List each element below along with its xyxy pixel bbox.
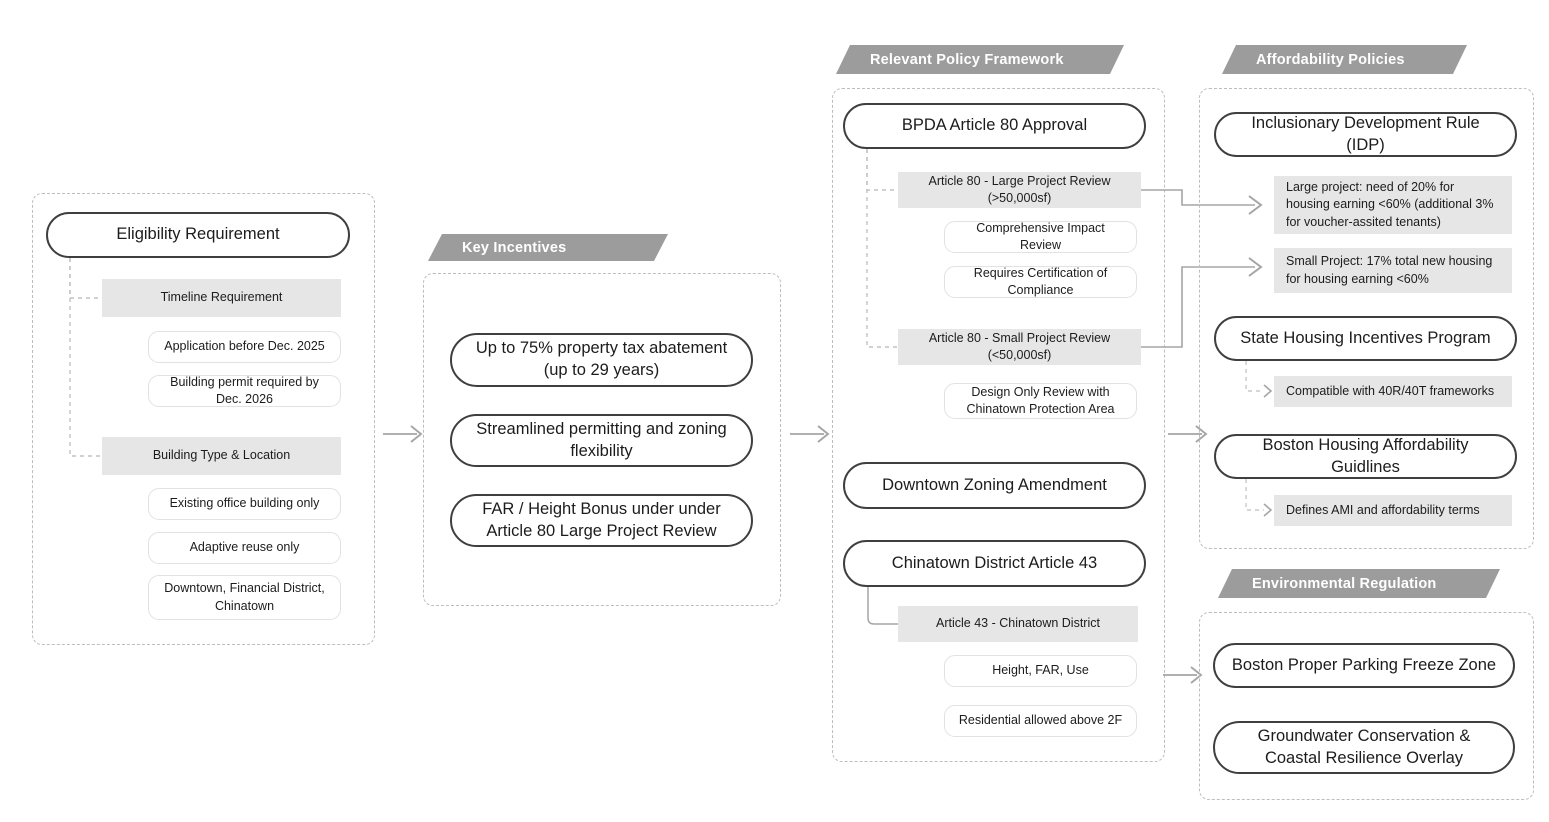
node-eligibility-requirement[interactable]: Eligibility Requirement (46, 212, 350, 258)
banner-relevant-policy-framework-label: Relevant Policy Framework (870, 51, 1064, 68)
node-far-height-bonus[interactable]: FAR / Height Bonus under under Article 8… (450, 494, 753, 547)
node-streamlined-permitting[interactable]: Streamlined permitting and zoning flexib… (450, 414, 753, 467)
node-boston-proper-parking-freeze-zone[interactable]: Boston Proper Parking Freeze Zone (1213, 643, 1515, 688)
note-idp-small-project[interactable]: Small Project: 17% total new housing for… (1274, 248, 1512, 293)
note-idp-large-project[interactable]: Large project: need of 20% for housing e… (1274, 176, 1512, 234)
banner-environmental-regulation: Environmental Regulation (1218, 569, 1500, 598)
node-groundwater-coastal-overlay[interactable]: Groundwater Conservation & Coastal Resil… (1213, 721, 1515, 774)
leaf-design-only-review[interactable]: Design Only Review with Chinatown Protec… (944, 383, 1137, 419)
banner-key-incentives: Key Incentives (428, 234, 668, 261)
leaf-adaptive-reuse-only[interactable]: Adaptive reuse only (148, 532, 341, 564)
banner-affordability-policies-label: Affordability Policies (1256, 51, 1405, 68)
leaf-height-far-use[interactable]: Height, FAR, Use (944, 655, 1137, 687)
node-boston-housing-affordability-guidelines[interactable]: Boston Housing Affordability Guidlines (1214, 434, 1517, 479)
environmental-group-container (1199, 612, 1534, 800)
leaf-comprehensive-impact-review[interactable]: Comprehensive Impact Review (944, 221, 1137, 253)
leaf-locations[interactable]: Downtown, Financial District, Chinatown (148, 575, 341, 620)
node-inclusionary-development-rule[interactable]: Inclusionary Development Rule (IDP) (1214, 112, 1517, 157)
key-incentives-group-container (423, 273, 781, 606)
affordability-group-container (1199, 88, 1534, 549)
note-40r-40t-compatible[interactable]: Compatible with 40R/40T frameworks (1274, 376, 1512, 407)
leaf-residential-above-2f[interactable]: Residential allowed above 2F (944, 705, 1137, 737)
connector-col2-to-col3 (790, 425, 830, 443)
eligibility-group-container (32, 193, 375, 645)
node-state-housing-incentives-program[interactable]: State Housing Incentives Program (1214, 316, 1517, 361)
banner-affordability-policies: Affordability Policies (1222, 45, 1467, 74)
policy-framework-group-container (832, 88, 1165, 762)
banner-key-incentives-label: Key Incentives (462, 239, 567, 256)
banner-relevant-policy-framework: Relevant Policy Framework (836, 45, 1124, 74)
leaf-certification-of-compliance[interactable]: Requires Certification of Compliance (944, 266, 1137, 298)
note-defines-ami[interactable]: Defines AMI and affordability terms (1274, 495, 1512, 526)
group-header-timeline-requirement[interactable]: Timeline Requirement (102, 279, 341, 317)
node-tax-abatement[interactable]: Up to 75% property tax abatement (up to … (450, 333, 753, 387)
leaf-existing-office-only[interactable]: Existing office building only (148, 488, 341, 520)
leaf-building-permit-deadline[interactable]: Building permit required by Dec. 2026 (148, 375, 341, 407)
node-bpda-article-80-approval[interactable]: BPDA Article 80 Approval (843, 103, 1146, 149)
group-header-article-80-large-project-review[interactable]: Article 80 - Large Project Review (>50,0… (898, 172, 1141, 208)
group-header-article-80-small-project-review[interactable]: Article 80 - Small Project Review (<50,0… (898, 329, 1141, 365)
leaf-application-deadline[interactable]: Application before Dec. 2025 (148, 331, 341, 363)
group-header-article-43-chinatown-district[interactable]: Article 43 - Chinatown District (898, 606, 1138, 642)
group-header-building-type-location[interactable]: Building Type & Location (102, 437, 341, 475)
node-chinatown-district-article-43[interactable]: Chinatown District Article 43 (843, 540, 1146, 587)
banner-environmental-regulation-label: Environmental Regulation (1252, 575, 1437, 592)
node-downtown-zoning-amendment[interactable]: Downtown Zoning Amendment (843, 462, 1146, 509)
